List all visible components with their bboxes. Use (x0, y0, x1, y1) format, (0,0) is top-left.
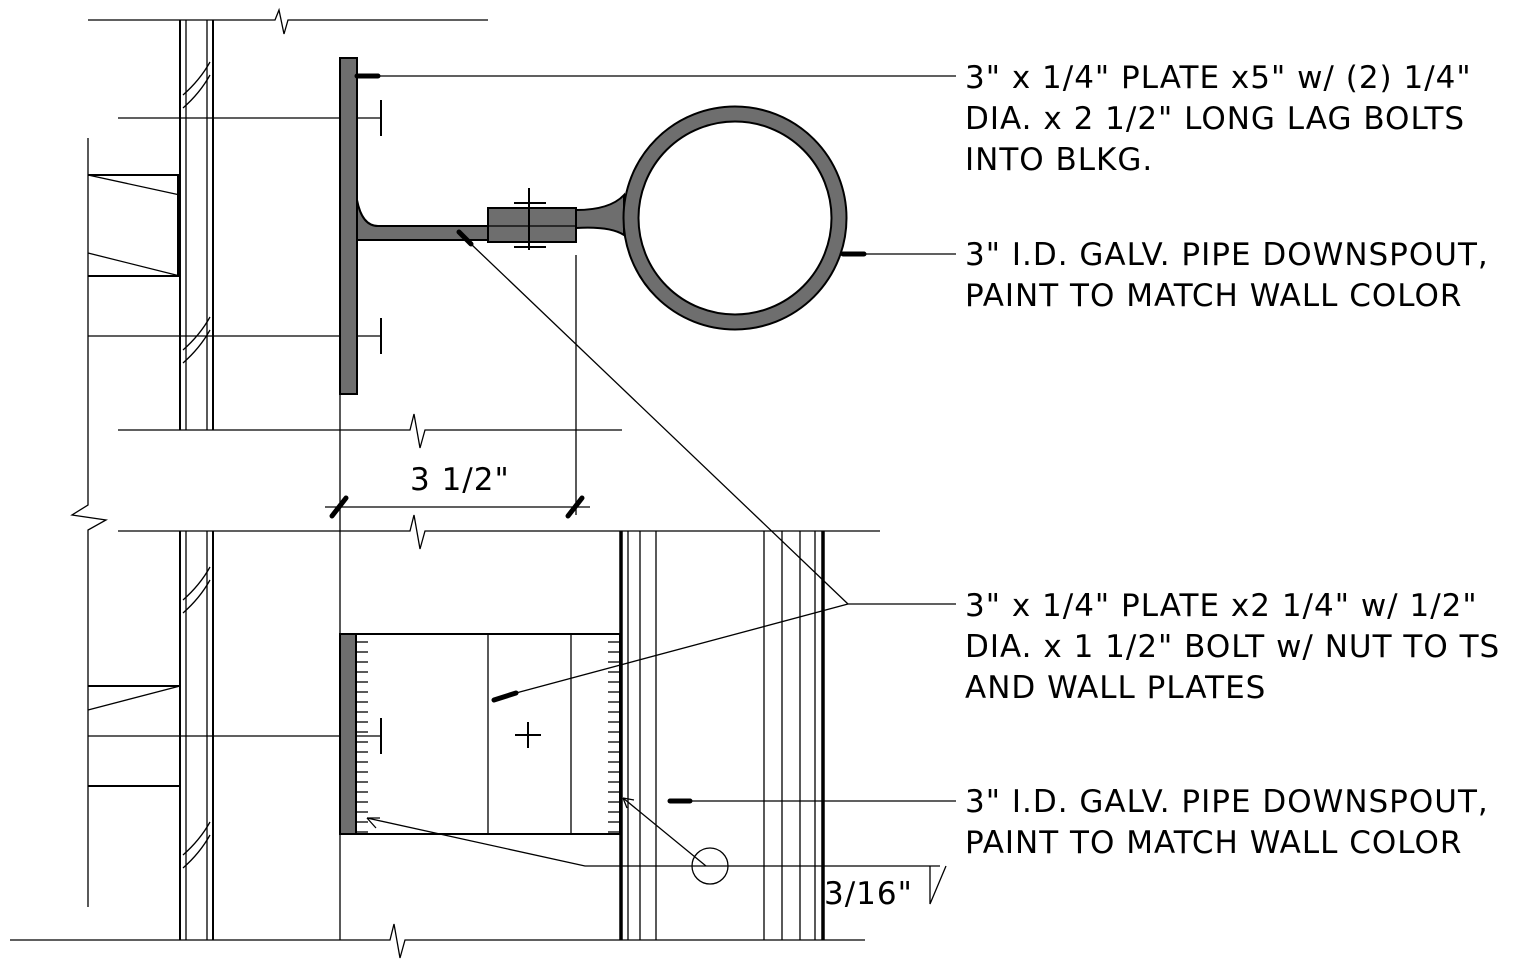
weld-size-label: 3/16" (824, 876, 913, 912)
break-line-bottom (10, 923, 865, 959)
callout-pipe-plan: 3" I.D. GALV. PIPE DOWNSPOUT, PAINT TO M… (965, 237, 1489, 314)
callout-ts-plate-line2: DIA. x 1 1/2" BOLT w/ NUT TO TS (965, 629, 1500, 665)
weld-symbol: 3/16" (366, 797, 947, 912)
bolt-symbol (514, 188, 546, 250)
weld-hatch (356, 641, 620, 833)
left-edge-line (70, 138, 108, 907)
blocking-lower (87, 685, 382, 787)
callout-wall-plate-line3: INTO BLKG. (965, 142, 1153, 178)
callout-pipe-elevation-line2: PAINT TO MATCH WALL COLOR (965, 825, 1462, 861)
lag-bolts (88, 100, 382, 354)
plan-view (70, 7, 848, 940)
bolt-symbol-elevation (515, 722, 541, 748)
callout-ts-plate: 3" x 1/4" PLATE x2 1/4" w/ 1/2" DIA. x 1… (965, 588, 1500, 706)
callout-wall-plate: 3" x 1/4" PLATE x5" w/ (2) 1/4" DIA. x 2… (965, 60, 1472, 178)
dimension-offset: 3 1/2" (325, 462, 590, 519)
callout-pipe-plan-line1: 3" I.D. GALV. PIPE DOWNSPOUT, (965, 237, 1489, 273)
break-line-mid (118, 514, 880, 550)
pipe-strap (575, 192, 625, 237)
callout-pipe-elevation: 3" I.D. GALV. PIPE DOWNSPOUT, PAINT TO M… (965, 784, 1489, 861)
callout-wall-plate-line1: 3" x 1/4" PLATE x5" w/ (2) 1/4" (965, 60, 1472, 96)
wall-plate (339, 57, 358, 395)
wall-plate-elevation (339, 633, 357, 835)
callout-wall-plate-line2: DIA. x 2 1/2" LONG LAG BOLTS (965, 101, 1465, 137)
wall-section-upper (179, 20, 214, 430)
downspout-pipe-plan (623, 106, 847, 330)
callout-pipe-plan-line2: PAINT TO MATCH WALL COLOR (965, 278, 1462, 314)
bracket-arm (356, 199, 489, 241)
dimension-offset-label: 3 1/2" (410, 462, 510, 498)
callout-ts-plate-line3: AND WALL PLATES (965, 670, 1266, 706)
blocking-upper (87, 174, 181, 277)
ts-plate-plan (487, 207, 577, 243)
callout-ts-plate-line1: 3" x 1/4" PLATE x2 1/4" w/ 1/2" (965, 588, 1478, 624)
tube-steel-column (619, 531, 825, 940)
break-line-top (88, 7, 488, 35)
leaders (354, 73, 956, 804)
elevation-view (10, 514, 880, 959)
break-line-upper-bottom (118, 413, 622, 449)
callout-pipe-elevation-line1: 3" I.D. GALV. PIPE DOWNSPOUT, (965, 784, 1489, 820)
